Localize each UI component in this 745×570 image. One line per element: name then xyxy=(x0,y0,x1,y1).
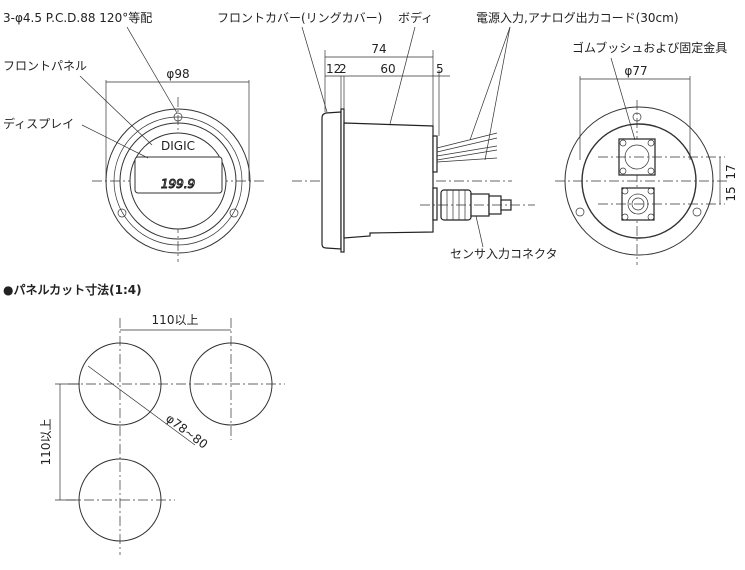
side-view: 74 12 2 60 5 フロントカバー(リングカバー) ボディ 電源入力,アナ… xyxy=(217,10,679,261)
front-cover-label: フロントカバー(リングカバー) xyxy=(217,11,382,25)
front-panel-label: フロントパネル xyxy=(3,59,87,73)
horizontal-spacing: 110以上 xyxy=(152,313,199,327)
display-window xyxy=(134,156,223,194)
front-view: DIGIC 199.9 φ98 3-φ4.5 P.C.D.88 120°等配 フ… xyxy=(3,11,265,262)
bushing-label: ゴムブッシュおよび固定金具 xyxy=(572,40,727,55)
dim-5: 5 xyxy=(436,62,444,76)
body-label: ボディ xyxy=(398,10,433,25)
brand-text: DIGIC xyxy=(161,139,195,153)
rear-view: φ77 17 15 ゴムブッシュおよび固定金具 xyxy=(555,40,738,265)
hole-diameter: φ78~80 xyxy=(163,411,210,451)
display-label: ディスプレイ xyxy=(3,116,74,131)
display-reading: 199.9 xyxy=(161,177,195,191)
mounting-holes xyxy=(117,112,239,218)
panel-cut-title: ●パネルカット寸法(1:4) xyxy=(3,282,142,297)
panel-cut: ●パネルカット寸法(1:4) 110以上 110以上 φ78~80 xyxy=(3,282,285,555)
dim-2: 2 xyxy=(339,62,347,76)
dim-12: 12 xyxy=(326,62,341,76)
sensor-connector-label: センサ入力コネクタ xyxy=(450,247,558,261)
dim-74: 74 xyxy=(371,42,386,56)
dim-17: 17 xyxy=(724,164,738,179)
pcd-label: 3-φ4.5 P.C.D.88 120°等配 xyxy=(3,11,152,25)
front-diameter: φ98 xyxy=(166,67,189,81)
rear-diameter: φ77 xyxy=(624,64,647,78)
power-cords xyxy=(436,132,498,163)
cord-label: 電源入力,アナログ出力コード(30cm) xyxy=(476,11,679,25)
dim-60: 60 xyxy=(380,62,395,76)
dim-15: 15 xyxy=(724,186,738,201)
vertical-spacing: 110以上 xyxy=(39,419,53,466)
